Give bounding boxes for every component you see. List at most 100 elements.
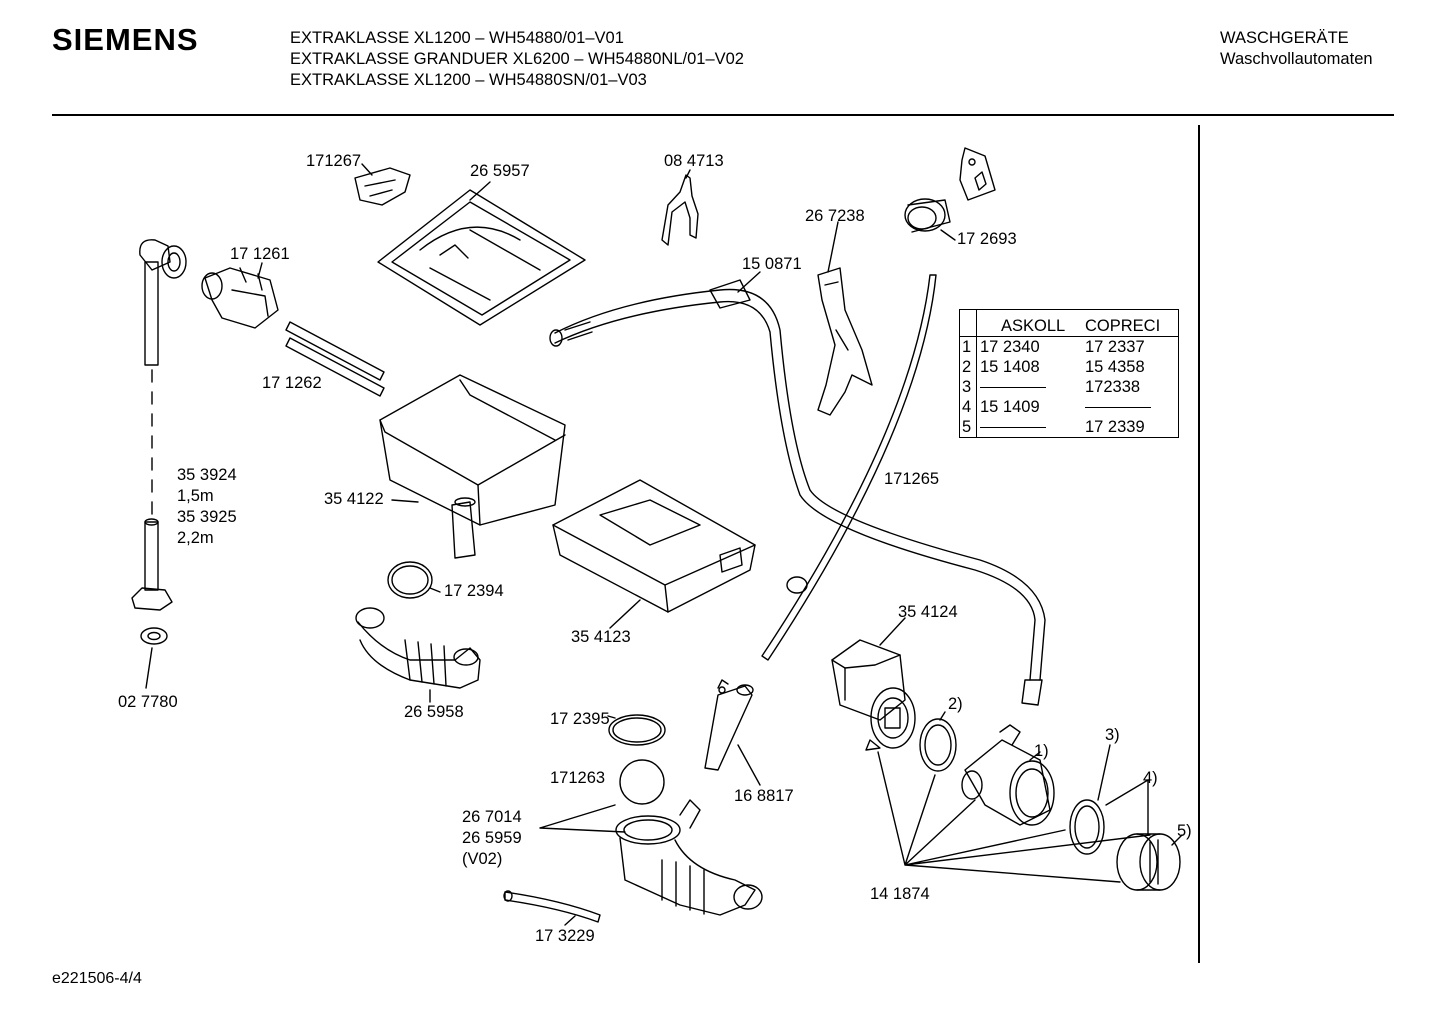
- table-cell: 17 2339: [1085, 418, 1145, 436]
- table-cell: 17 2340: [980, 338, 1040, 356]
- leader-line: [827, 221, 839, 273]
- leader-line: [361, 163, 373, 176]
- part-label: 26 5959: [462, 829, 522, 847]
- part-label: 35 4124: [898, 603, 958, 621]
- part-label: 35 3924: [177, 466, 237, 484]
- bellows-hose: [355, 607, 481, 689]
- pump-parts-table: ASKOLL COPRECI 1 17 2340 17 2337 2 15 14…: [959, 309, 1179, 438]
- leader-line: [145, 647, 153, 689]
- sump-hose: [615, 799, 763, 916]
- table-header-cell: COPRECI: [1082, 309, 1179, 337]
- clip-part: [354, 167, 411, 206]
- table-cell: 4: [959, 397, 977, 417]
- detergent-drawer: [552, 479, 756, 613]
- table-cell-empty: [977, 377, 1083, 397]
- part-label: 35 4122: [324, 490, 384, 508]
- part-label: 17 1261: [230, 245, 290, 263]
- length-label: 1,5m: [177, 487, 214, 505]
- table-cell: 15 1408: [980, 358, 1040, 376]
- lint-filter: [1116, 833, 1181, 891]
- part-label: 171263: [550, 769, 606, 787]
- table-cell: 17 2337: [1085, 338, 1145, 356]
- part-label: 02 7780: [118, 693, 178, 711]
- part-label: 17 2395: [550, 710, 610, 728]
- callout-number: 5): [1177, 822, 1192, 840]
- washer-seal: [140, 627, 168, 645]
- leader-line: [940, 229, 956, 241]
- small-hose: [503, 890, 601, 923]
- float-ball: [619, 759, 665, 805]
- drain-pump-motor: [831, 639, 916, 751]
- part-label: 171267: [306, 152, 362, 170]
- screw-leader-lines: [877, 751, 1151, 883]
- table-cell: 5: [959, 417, 977, 438]
- table-cell: 2: [959, 357, 977, 377]
- part-label: 16 8817: [734, 787, 794, 805]
- leader-line: [429, 587, 441, 593]
- dash-line: [980, 427, 1046, 429]
- part-label: 17 2394: [444, 582, 504, 600]
- table-row: 1 17 2340 17 2337: [959, 336, 1179, 357]
- hose-bracket: [817, 267, 873, 416]
- o-ring-seal: [387, 561, 433, 599]
- pump-seal: [919, 718, 957, 772]
- right-divider: [1198, 125, 1200, 963]
- o-ring-seal: [608, 714, 666, 746]
- leader-line: [469, 181, 491, 201]
- sensor-tube: [761, 274, 937, 661]
- leader-lines: [539, 804, 626, 833]
- connector-rods: [285, 321, 385, 397]
- inlet-hose-end: [131, 518, 173, 611]
- leader-line: [1029, 751, 1041, 761]
- part-label: 08 4713: [664, 152, 724, 170]
- leader-line: [609, 599, 641, 629]
- part-label: 171265: [884, 470, 940, 488]
- leader-line: [737, 271, 761, 293]
- part-label: 26 7014: [462, 808, 522, 826]
- callout-number: 2): [948, 695, 963, 713]
- category-subtitle: Waschvollautomaten: [1220, 50, 1373, 68]
- callout-number: 4): [1143, 769, 1158, 787]
- dash-line: [1085, 407, 1151, 409]
- part-label: 17 3229: [535, 927, 595, 945]
- dispenser-housing: [379, 374, 566, 559]
- table-cell-empty: [977, 417, 1083, 438]
- brand-logo: SIEMENS: [52, 22, 199, 57]
- table-row: 2 15 1408 15 4358: [959, 357, 1179, 377]
- part-label: 17 2693: [957, 230, 1017, 248]
- heater-cylinder: [704, 679, 754, 771]
- fork-bracket: [661, 174, 699, 246]
- table-header-row: ASKOLL COPRECI: [959, 309, 1179, 337]
- leader-line: [257, 262, 263, 279]
- dispenser-cover: [377, 189, 586, 326]
- table-cell: 1: [959, 336, 977, 357]
- model-list: EXTRAKLASSE XL1200 – WH54880/01–V01 EXTR…: [290, 28, 744, 91]
- part-label: 14 1874: [870, 885, 930, 903]
- table-cell: 15 1409: [980, 398, 1040, 416]
- dash-line: [980, 387, 1046, 389]
- category-title: WASCHGERÄTE: [1220, 29, 1349, 47]
- leader-line: [685, 169, 691, 179]
- callout-number: 3): [1105, 726, 1120, 744]
- pressure-sensor: [904, 147, 996, 233]
- leader-line: [391, 499, 419, 503]
- model-line: EXTRAKLASSE XL1200 – WH54880SN/01–V03: [290, 71, 647, 89]
- table-cell-empty: [1082, 397, 1179, 417]
- table-row: 5 17 2339: [959, 417, 1179, 438]
- part-label: 26 7238: [805, 207, 865, 225]
- document-id: e221506-4/4: [52, 970, 142, 987]
- inlet-elbow-hose: [139, 239, 187, 366]
- part-label: 26 5957: [470, 162, 530, 180]
- part-label: 35 4123: [571, 628, 631, 646]
- table-header-cell: ASKOLL: [976, 309, 1082, 337]
- table-row: 4 15 1409: [959, 397, 1179, 417]
- model-line: EXTRAKLASSE GRANDUER XL6200 – WH54880NL/…: [290, 50, 744, 68]
- part-label: 15 0871: [742, 255, 802, 273]
- category: WASCHGERÄTE Waschvollautomaten: [1220, 28, 1373, 70]
- table-cell: 172338: [1085, 378, 1141, 396]
- callout-number: 1): [1034, 742, 1049, 760]
- leader-lines: [1105, 779, 1183, 846]
- pump-housing: [961, 724, 1055, 826]
- leader-line: [939, 711, 946, 721]
- part-label: 17 1262: [262, 374, 322, 392]
